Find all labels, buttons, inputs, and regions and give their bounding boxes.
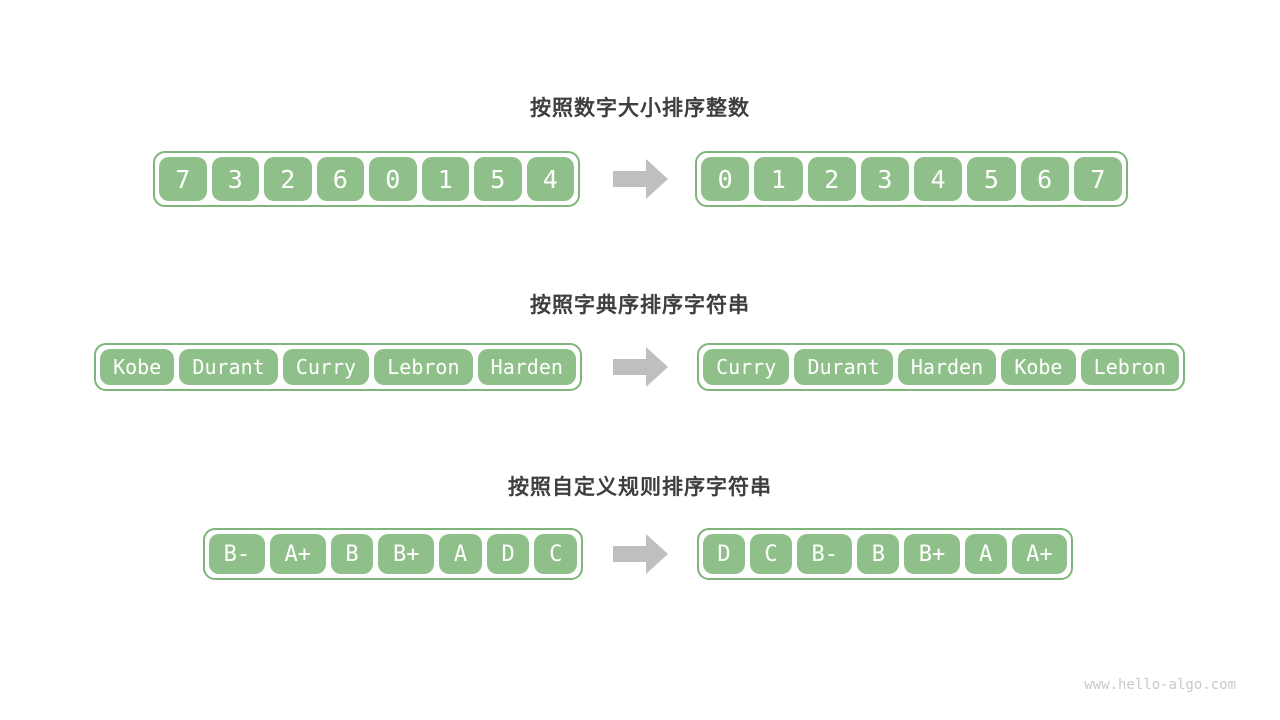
array-cell: 6 <box>1020 157 1069 201</box>
array-cell: B- <box>797 534 853 574</box>
array-cell: Curry <box>282 349 370 385</box>
array-cell: A+ <box>1011 534 1067 574</box>
array-cell: B+ <box>378 534 435 574</box>
array-cell: D <box>486 534 530 574</box>
array-cell: 0 <box>701 157 750 201</box>
array-cell: 1 <box>421 157 469 201</box>
array-cell: B+ <box>904 534 960 574</box>
array-cell: 3 <box>211 157 259 201</box>
array-cell: 7 <box>1073 157 1122 201</box>
array-cell: 4 <box>526 157 574 201</box>
array-cell: Kobe <box>100 349 175 385</box>
array-cell: Durant <box>179 349 278 385</box>
site-watermark: www.hello-algo.com <box>1084 677 1236 693</box>
array-cell: 4 <box>914 157 963 201</box>
array-cell: 0 <box>369 157 417 201</box>
array-cell: 7 <box>159 157 207 201</box>
array-cell: 2 <box>807 157 856 201</box>
array-cell: 3 <box>860 157 909 201</box>
array-cell: Kobe <box>1001 349 1076 385</box>
section-title-sort-strings-custom: 按照自定义规则排序字符串 <box>508 476 772 499</box>
array-cell: 2 <box>264 157 312 201</box>
array-cell: Lebron <box>1080 349 1179 385</box>
array-cell: 6 <box>316 157 364 201</box>
arrow-right-icon <box>613 534 668 574</box>
array-cell: C <box>750 534 793 574</box>
array-cell: Harden <box>897 349 997 385</box>
section-title-sort-strings-lexicographic: 按照字典序排序字符串 <box>530 294 750 317</box>
section-title-sort-integers: 按照数字大小排序整数 <box>530 97 750 120</box>
arrow-right-icon <box>613 347 668 387</box>
array-cell: Harden <box>477 349 576 385</box>
array-cell: B <box>857 534 900 574</box>
array-cell: Durant <box>794 349 893 385</box>
array-cell: 5 <box>474 157 522 201</box>
array-cell: A <box>964 534 1007 574</box>
array-cell: 5 <box>967 157 1016 201</box>
array-cell: C <box>534 534 578 574</box>
array-cell: 1 <box>754 157 803 201</box>
arrow-right-icon <box>613 159 668 199</box>
array-cell: D <box>703 534 746 574</box>
array-cell: A+ <box>269 534 326 574</box>
array-cell: B <box>330 534 374 574</box>
array-cell: Curry <box>703 349 790 385</box>
array-cell: Lebron <box>374 349 473 385</box>
array-cell: B- <box>209 534 265 574</box>
array-cell: A <box>439 534 482 574</box>
